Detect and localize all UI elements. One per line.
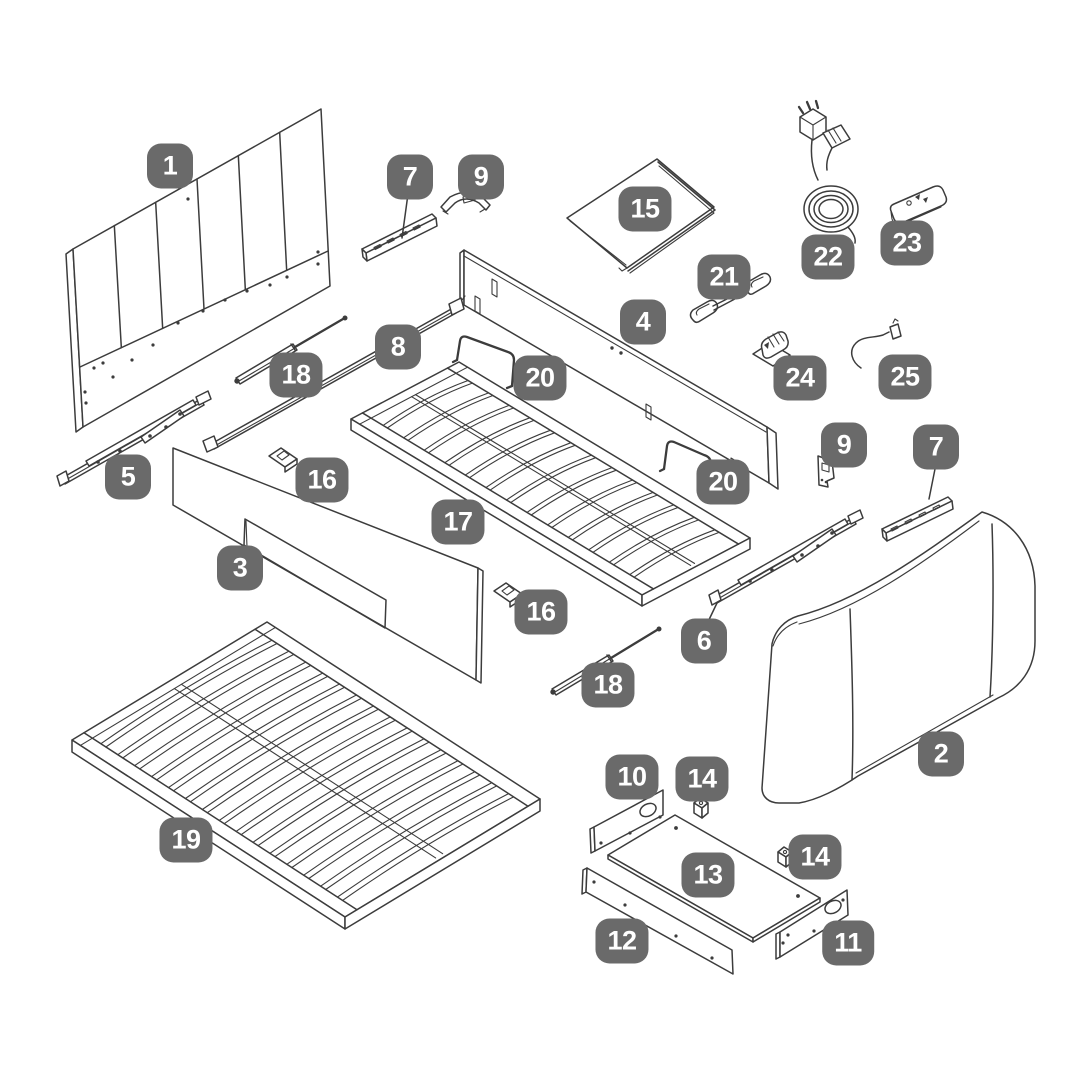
sensor-cable-25 <box>850 318 902 369</box>
part-badge-14-right: 14 <box>788 834 842 880</box>
part-badge-7-top: 7 <box>387 154 433 200</box>
part-badge-10: 10 <box>605 754 659 800</box>
part-badge-20-top: 20 <box>513 355 567 401</box>
wire-bracket-20-top <box>451 335 516 390</box>
part-badge-23: 23 <box>880 220 934 266</box>
part-badge-15: 15 <box>618 186 672 232</box>
headboard-panel <box>65 108 331 433</box>
part-badge-16-top: 16 <box>295 457 349 503</box>
bracket-bar-7-top <box>361 213 438 262</box>
remote-control-23 <box>889 185 948 225</box>
part-badge-11: 11 <box>822 920 874 966</box>
part-badge-21: 21 <box>697 254 751 300</box>
part-badge-4: 4 <box>620 299 666 345</box>
drawer-end-panel-11 <box>775 889 849 960</box>
part-badge-13: 13 <box>681 852 735 898</box>
side-rail-panel-3 <box>172 447 484 684</box>
part-badge-20-right: 20 <box>696 459 750 505</box>
drawer-front-panel-12 <box>581 867 734 975</box>
part-badge-19: 19 <box>159 817 213 863</box>
part-badge-5: 5 <box>105 454 151 500</box>
lift-hinge-5 <box>56 390 212 487</box>
part-badge-25: 25 <box>878 354 932 400</box>
bracket-bar-7-right <box>881 496 954 542</box>
footboard-panel-2 <box>761 511 1036 804</box>
slatted-base-17 <box>350 361 751 607</box>
part-badge-17: 17 <box>431 499 485 545</box>
side-rail-panel-4 <box>459 249 779 490</box>
part-badge-2: 2 <box>918 731 964 777</box>
part-badge-6: 6 <box>681 618 727 664</box>
part-badge-24: 24 <box>773 355 827 401</box>
drawer-end-panel-10 <box>589 789 664 854</box>
clip-16-top <box>268 447 298 473</box>
part-badge-22: 22 <box>801 234 855 280</box>
part-badge-12: 12 <box>595 918 649 964</box>
part-badge-8: 8 <box>375 324 421 370</box>
part-badge-9-right: 9 <box>821 422 867 468</box>
part-badge-14-left: 14 <box>675 756 729 802</box>
part-badge-9-top: 9 <box>458 154 504 200</box>
power-cord-22 <box>797 99 859 244</box>
part-badge-16-bottom: 16 <box>514 589 568 635</box>
part-badge-7-right: 7 <box>913 424 959 470</box>
part-badge-1: 1 <box>147 143 193 189</box>
part-badge-3: 3 <box>217 545 263 591</box>
part-badge-18-bottom: 18 <box>581 662 635 708</box>
part-badge-18-top: 18 <box>269 352 323 398</box>
